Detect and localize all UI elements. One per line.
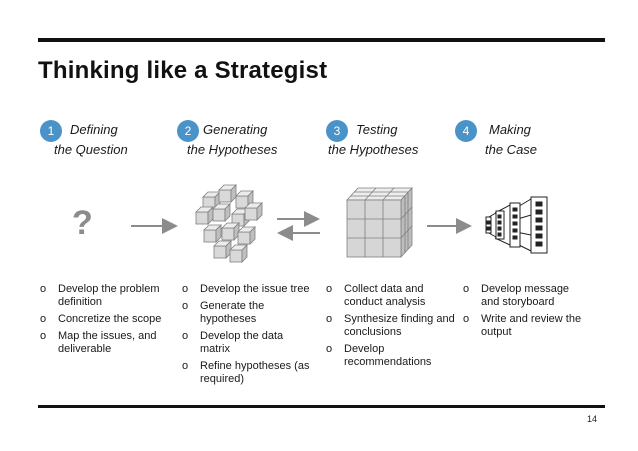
page-title: Thinking like a Strategist <box>38 57 328 84</box>
bullet-text: Concretize the scope <box>58 313 162 325</box>
step-title-line1: Testing <box>356 122 398 137</box>
step-title-line2: the Hypotheses <box>328 142 419 157</box>
step-title-line1: Generating <box>203 122 268 137</box>
bullet-marker: o <box>326 313 333 325</box>
bullet-text: Develop message and storyboard <box>481 283 570 308</box>
step-title-line2: the Hypotheses <box>187 142 278 157</box>
step-number-badge: 2 <box>177 120 199 142</box>
bullet-text: Generate the hypotheses <box>200 300 265 325</box>
question-mark-icon: ? <box>72 204 93 242</box>
step-number-badge: 3 <box>326 120 348 142</box>
list-item: o Generate the hypotheses <box>182 300 310 326</box>
bullet-marker: o <box>40 313 47 325</box>
bullet-marker: o <box>326 343 333 355</box>
scattered-cubes-icon <box>195 184 263 263</box>
page-number: 14 <box>587 414 598 424</box>
bullet-text: Synthesize finding and conclusions <box>344 313 455 338</box>
bullet-text: Map the issues, and deliverable <box>58 330 157 355</box>
list-item: o Collect data and conduct analysis <box>326 283 456 309</box>
storyboard-pyramid-icon <box>485 196 548 254</box>
bullet-marker: o <box>326 283 333 295</box>
bullet-text: Develop the issue tree <box>200 283 310 295</box>
list-item: o Map the issues, and deliverable <box>40 330 165 356</box>
bullet-marker: o <box>463 313 470 325</box>
list-item: o Concretize the scope <box>40 313 165 326</box>
list-item: o Develop the issue tree <box>182 283 310 296</box>
list-item: o Develop message and storyboard <box>463 283 588 309</box>
list-item: o Develop recommendations <box>326 343 456 369</box>
top-rule <box>38 38 605 42</box>
bullet-text: Write and review the output <box>481 313 582 338</box>
bullet-marker: o <box>182 360 189 372</box>
bullet-text: Refine hypotheses (as required) <box>200 360 310 385</box>
bottom-rule <box>38 405 605 408</box>
bullet-text: Develop recommendations <box>344 343 432 368</box>
data-cube-icon <box>346 186 413 259</box>
step-number-badge: 4 <box>455 120 477 142</box>
bullet-marker: o <box>40 330 47 342</box>
bullet-marker: o <box>463 283 470 295</box>
bullet-marker: o <box>182 330 189 342</box>
list-item: o Refine hypotheses (as required) <box>182 360 310 386</box>
bullet-marker: o <box>182 300 189 312</box>
list-item: o Develop the data matrix <box>182 330 310 356</box>
list-item: o Write and review the output <box>463 313 588 339</box>
step-title-line2: the Case <box>485 142 538 157</box>
bullet-text: Collect data and conduct analysis <box>344 283 426 308</box>
step-title-line1: Making <box>489 122 531 137</box>
list-item: o Synthesize finding and conclusions <box>326 313 456 339</box>
step-number-badge: 1 <box>40 120 62 142</box>
bullet-marker: o <box>40 283 47 295</box>
bullet-text: Develop the problem definition <box>58 283 160 308</box>
list-item: o Develop the problem definition <box>40 283 165 309</box>
bullet-text: Develop the data matrix <box>200 330 284 355</box>
step-title-line2: the Question <box>54 142 128 157</box>
bullet-marker: o <box>182 283 189 295</box>
step-title-line1: Defining <box>70 122 118 137</box>
